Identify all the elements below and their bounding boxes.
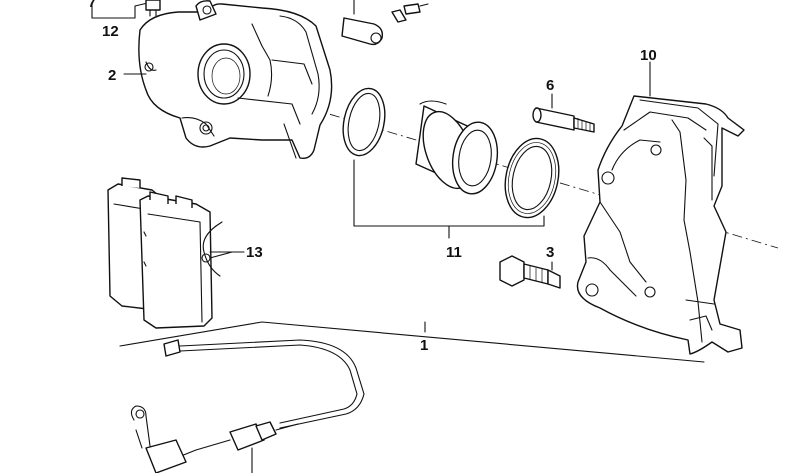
callout-1: 1	[420, 337, 428, 354]
caliper-carrier	[576, 95, 745, 355]
callout-3: 3	[546, 244, 554, 261]
carrier-bolt	[499, 255, 561, 289]
callout-2: 2	[108, 67, 116, 84]
callout-6: 6	[546, 77, 554, 94]
callout-11: 11	[446, 244, 462, 261]
callout-13: 13	[246, 244, 263, 261]
callout-7: 7	[88, 0, 96, 11]
caliper-housing	[138, 0, 333, 160]
caliper-piston	[415, 100, 499, 195]
bleeder-screw	[145, 0, 161, 17]
bleeder-valve	[341, 0, 429, 46]
callout-12: 12	[102, 23, 119, 40]
dust-boot	[504, 137, 560, 219]
piston-seal-ring	[342, 87, 386, 157]
callout-10: 10	[640, 47, 657, 64]
callout-bracket-1	[119, 321, 705, 363]
guide-pin	[532, 107, 595, 133]
brake-pad-outer	[139, 191, 213, 329]
wear-sensor-wire	[119, 321, 705, 473]
anti-rattle-spring	[201, 221, 233, 277]
callout-bracket-12	[91, 1, 153, 19]
